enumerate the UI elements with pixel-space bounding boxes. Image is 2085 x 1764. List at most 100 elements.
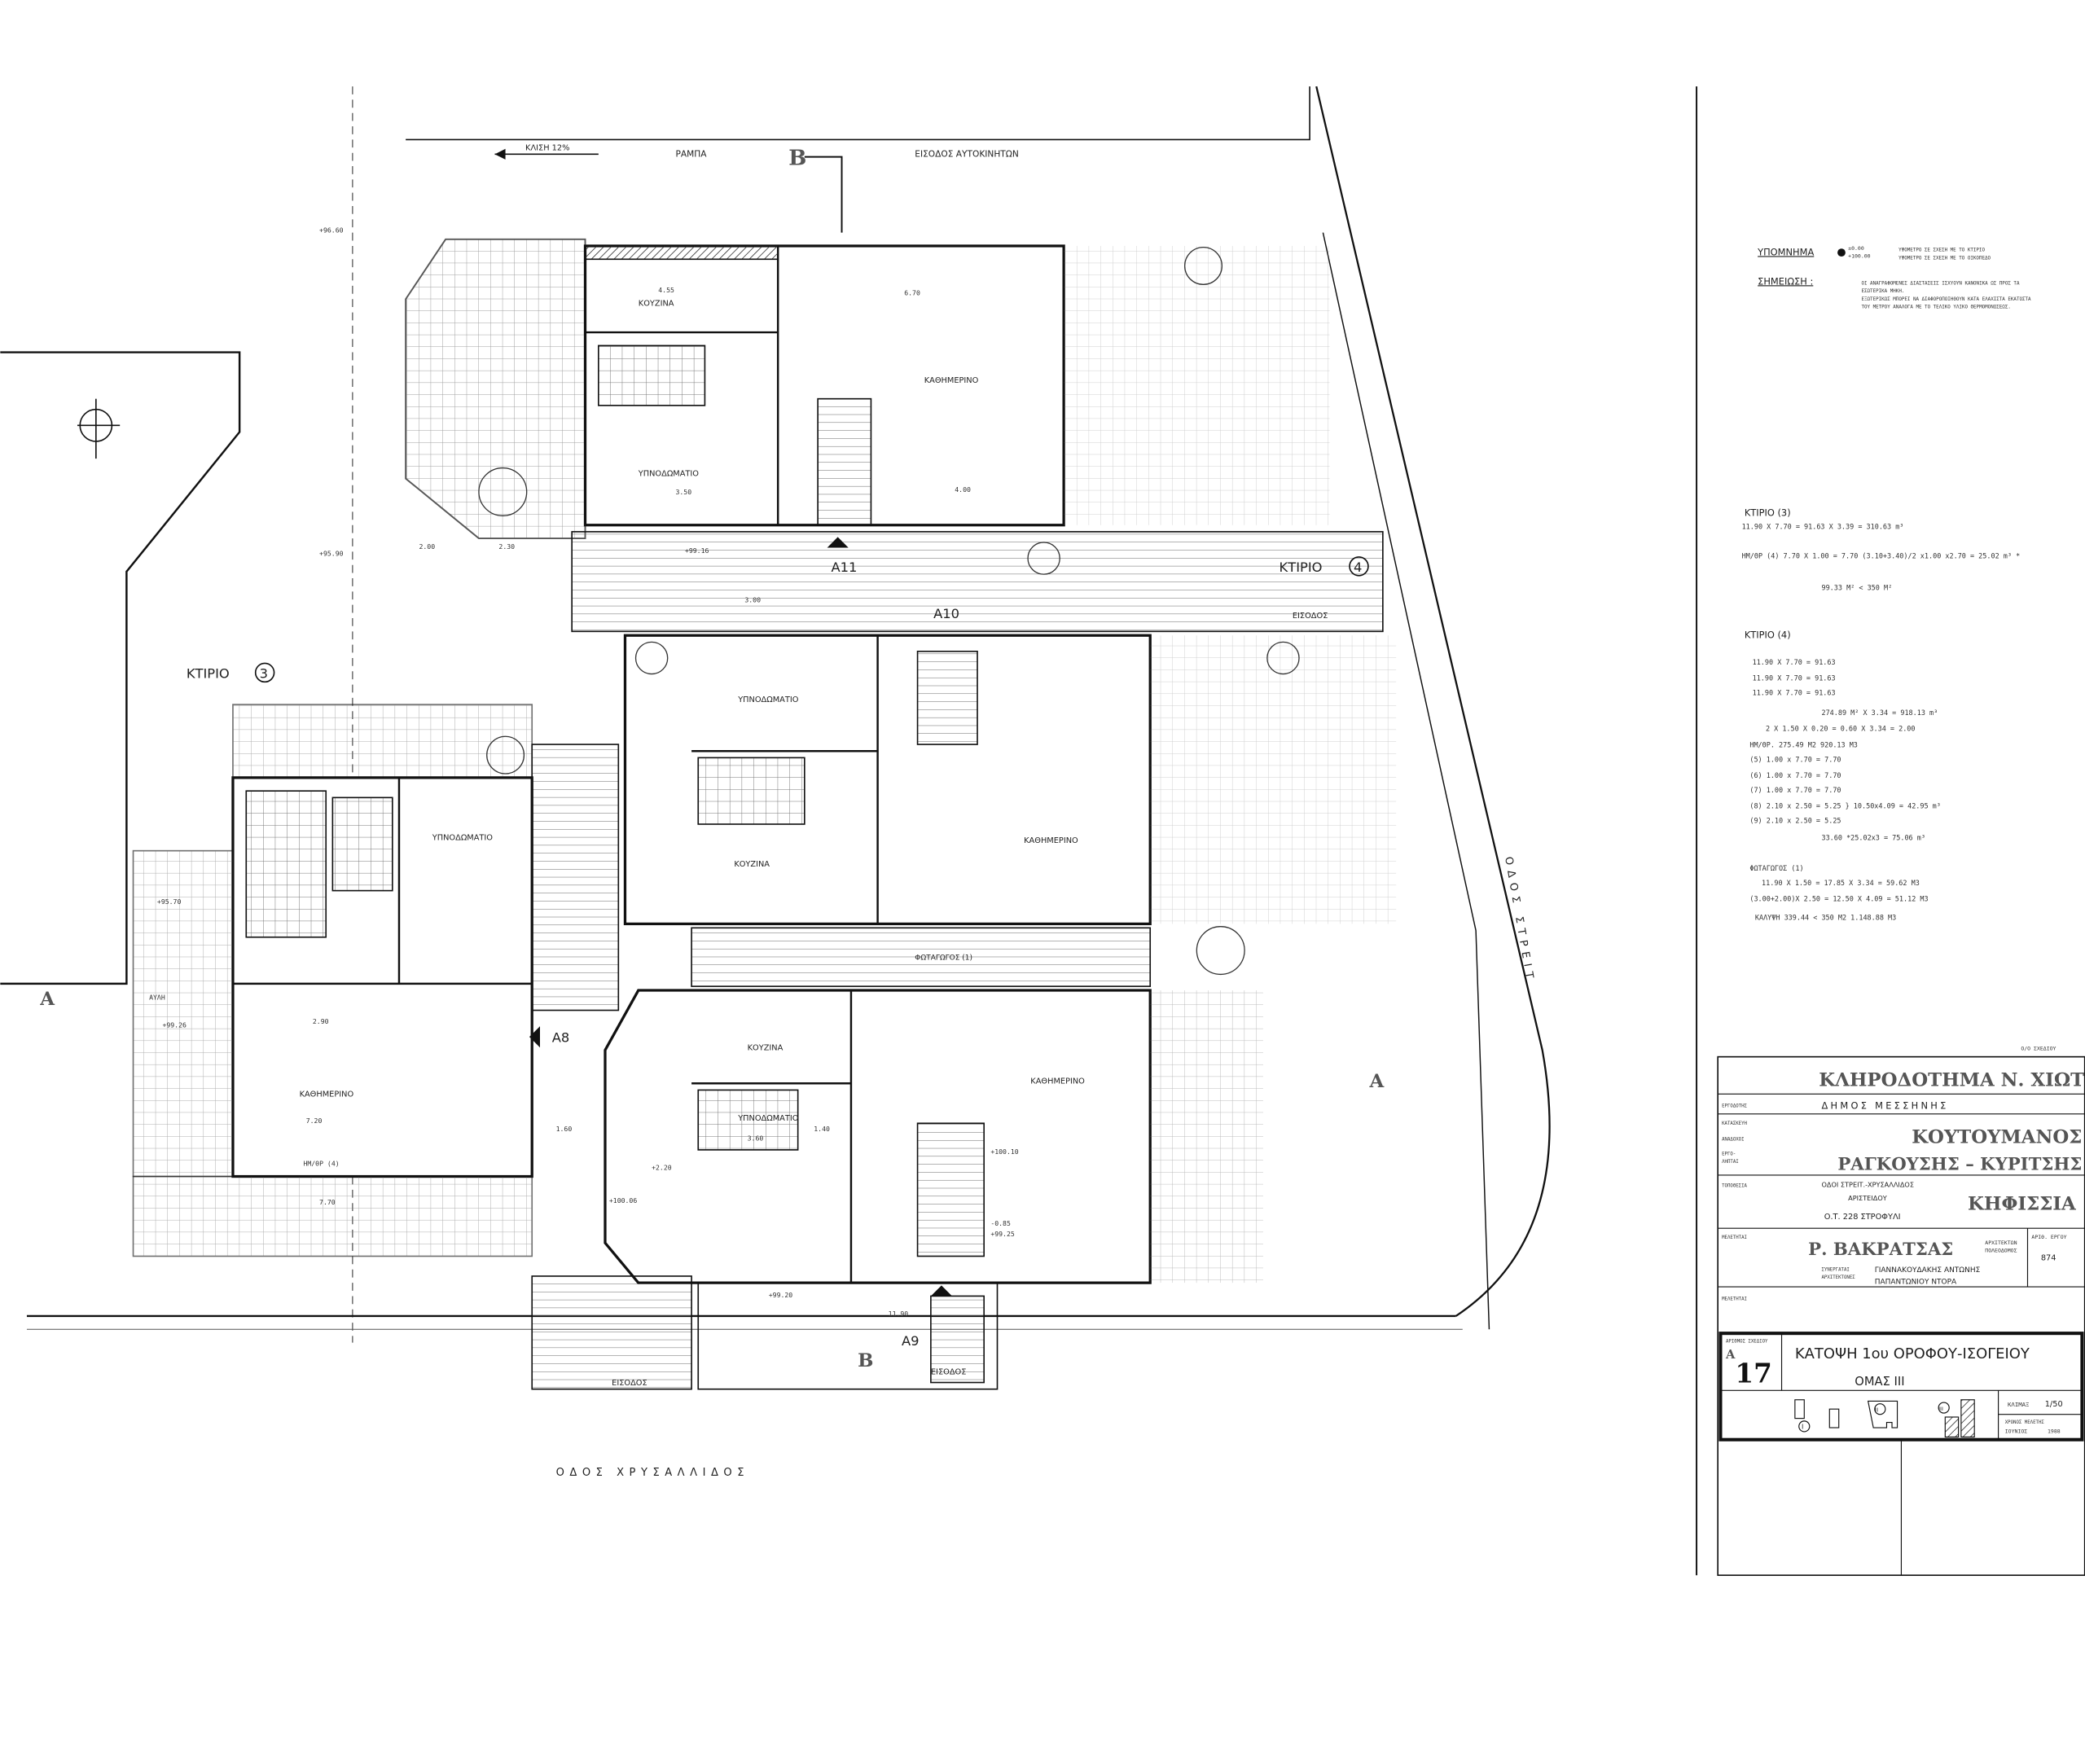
legend-symbol-bottom: +100.00 [1848, 253, 1871, 260]
level-mark: +99.20 [769, 1291, 793, 1299]
building-number-circle [1349, 556, 1369, 577]
dimension-text: 3.00 [744, 595, 761, 603]
staircase [916, 650, 978, 745]
street-label-right: ΟΔΟΣ ΣΤΡΕΙΤ [1502, 856, 1536, 985]
bathroom [598, 344, 706, 406]
building-3-label: ΚΤΙΡΙΟ [187, 665, 230, 681]
drawing-title: ΚΑΤΟΨΗ 1ου ΟΡΟΦΟΥ-ΙΣΟΓΕΙΟΥ [1795, 1345, 2030, 1362]
field-label: ΑΡΙΘ. ΕΡΓΟΥ [2031, 1234, 2066, 1240]
dimension-text: 6.70 [904, 288, 920, 296]
calc-row: 11.90 X 7.70 = 91.63 [1753, 689, 1836, 697]
calc-row: 274.89 M² X 3.34 = 918.13 m³ [1822, 709, 1938, 717]
note-line: ΤΟΥ ΜΕΤΡΟΥ ΑΝΑΛΟΓΑ ΜΕ ΤΟ ΤΕΛΙΚΟ ΥΛΙΚΟ ΘΕ… [1861, 305, 2010, 310]
section-line [804, 156, 843, 233]
architect-role: ΠΟΛΕΟΔΟΜΟΣ [1985, 1248, 2017, 1254]
entrance-arrow-icon [827, 537, 849, 548]
field-label: ΜΕΛΕΤΗΤΑΙ [1722, 1297, 1747, 1301]
level-mark: +100.10 [990, 1147, 1018, 1156]
field-label: ΣΥΝΕΡΓΑΤΑΙ [1822, 1267, 1850, 1272]
yard-building-3 [132, 849, 234, 1178]
field-label: ΧΡΟΝΟΣ ΜΕΛΕΤΗΣ [2005, 1420, 2045, 1425]
building-3-garden [232, 704, 533, 779]
calc-row: ΗΜ/ΘΡ. 275.49 M2 920.13 M3 [1749, 740, 1858, 748]
room-label-bedroom: ΥΠΝΟΔΩΜΑΤΙΟ [432, 834, 494, 843]
level-mark: +2.20 [652, 1163, 672, 1171]
field-label: ΑΝΑΔΟΧΟΙ [1722, 1137, 1744, 1142]
dimension-text: 3.50 [675, 488, 691, 496]
area-calculations: ΚΤΙΡΙΟ (3) 11.90 X 7.70 = 91.63 X 3.39 =… [1742, 507, 2021, 921]
marker-a10: A10 [933, 606, 959, 621]
calc-row: (6) 1.00 x 7.70 = 7.70 [1749, 771, 1841, 779]
note-line: ΟΙ ΑΝΑΓΡΑΦΟΜΕΝΕΣ ΔΙΑΣΤΑΣΕΙΣ ΙΣΧΥΟΥΝ ΚΑΝΟ… [1861, 281, 2019, 286]
location-line: ΟΔΟΙ ΣΤΡΕΙΤ.-ΧΡΥΣΑΛΛΙΔΟΣ [1822, 1181, 1915, 1189]
calc-building-4-title: ΚΤΙΡΙΟ (4) [1745, 629, 1791, 640]
section-b-marker-bottom: Β [858, 1350, 873, 1371]
calc-row: 33.60 *25.02x3 = 75.06 m³ [1822, 834, 1925, 842]
room-label-living: ΚΑΘΗΜΕΡΙΝΟ [1030, 1077, 1085, 1086]
collaborator-name: ΓΙΑΝΝΑΚΟΥΔΑΚΗΣ ΑΝΤΩΝΗΣ [1875, 1266, 1981, 1275]
field-label: ΤΟΠΟΘΕΣΙΑ [1722, 1184, 1747, 1189]
dimension-text: 7.20 [306, 1117, 323, 1125]
neighbor-boundary [0, 351, 241, 985]
room-label-living: ΚΑΘΗΜΕΡΙΝΟ [300, 1090, 354, 1099]
entrance-label: ΕΙΣΟΔΟΣ [612, 1379, 647, 1388]
calc-row: 11.90 X 7.70 = 91.63 X 3.39 = 310.63 m³ [1742, 523, 1904, 531]
garden-top [405, 238, 586, 540]
kitchen-building-3 [245, 790, 327, 938]
dimension-text: 4.00 [955, 485, 971, 494]
bathroom [331, 796, 393, 892]
entrance-arrow-icon [930, 1285, 953, 1297]
road-edge-right [1315, 86, 1551, 1317]
entrance-path [531, 1275, 692, 1390]
level-symbol-icon [1837, 248, 1846, 257]
title-block: Ο/Ο ΣΧΕΔΙΟΥ ΚΛΗΡΟΔΟΤΗΜΑ Ν. ΧΙΩΤΗ ΕΡΓΟΔΟΤ… [1717, 1045, 2085, 1577]
calc-row: 11.90 X 1.50 = 17.85 X 3.34 = 59.62 M3 [1762, 879, 1920, 887]
calc-building-3-title: ΚΤΙΡΙΟ (3) [1745, 507, 1791, 518]
collaborator-name: ΠΑΠΑΝΤΩΝΙΟΥ ΝΤΟΡΑ [1875, 1279, 1957, 1287]
wall-hatch [584, 245, 779, 261]
calc-row: 99.33 M² < 350 M² [1822, 584, 1893, 592]
lightwell [691, 927, 1152, 987]
street-label-bottom: ΟΔΟΣ ΧΡΥΣΑΛΛΙΔΟΣ [556, 1467, 749, 1479]
scale-label: ΚΛΙΜΑΞ [2008, 1401, 2029, 1408]
terrace-middle [1150, 635, 1397, 924]
dimension-text: 2.00 [419, 542, 435, 551]
calc-row: 2 X 1.50 X 0.20 = 0.60 X 3.34 = 2.00 [1766, 725, 1916, 733]
level-mark: -0.85 [990, 1219, 1011, 1227]
note-line: ΕΞΩΤΕΡΙΚΩΣ ΜΠΟΡΕΙ ΝΑ ΔΙΑΦΟΡΟΠΟΙΗΘΟΥΝ ΚΑΤ… [1861, 297, 2031, 302]
dimension-text: 1.40 [814, 1125, 830, 1133]
drawing-number: 17 [1735, 1358, 1771, 1389]
date-month: ΙΟΥΝΙΟΣ [2005, 1428, 2028, 1435]
dimension-text: 11.90 [889, 1310, 909, 1318]
drawing-prefix: Α [1725, 1348, 1736, 1362]
note-line: ΕΣΩΤΕΡΙΚΑ ΜΗΚΗ. [1861, 289, 1904, 294]
section-a-marker-left: Α [39, 989, 55, 1010]
front-yard [697, 1282, 999, 1390]
corner-note: Ο/Ο ΣΧΕΔΙΟΥ [2021, 1045, 2056, 1051]
field-label: ΛΗΠΤΑΙ [1722, 1160, 1739, 1165]
dimension-text: 1.60 [556, 1125, 573, 1133]
floor-plan [0, 86, 1551, 1390]
entrance-arrow-icon [529, 1026, 541, 1048]
yard-label: ΑΥΛΗ [149, 993, 165, 1001]
calc-row: (9) 2.10 x 2.50 = 5.25 [1749, 816, 1841, 824]
semi-open-label: ΗΜ/ΘΡ (4) [303, 1159, 339, 1167]
level-mark: +100.06 [609, 1196, 637, 1205]
project-number: 874 [2041, 1253, 2056, 1262]
calc-row: (3.00+2.00)X 2.50 = 12.50 X 4.09 = 51.12… [1749, 895, 1928, 903]
terrace-bottom [1150, 990, 1263, 1284]
building-4-label: ΚΤΙΡΙΟ [1280, 559, 1323, 575]
legend-title: ΥΠΟΜΝΗΜΑ [1757, 246, 1814, 257]
plot-boundary-right [1322, 232, 1490, 1330]
staircase [817, 397, 872, 526]
room-label-kitchen: ΚΟΥΖΙΝΑ [748, 1043, 784, 1052]
location-line: Ο.Τ. 228 ΣΤΡΟΦΥΛΙ [1824, 1213, 1901, 1222]
staircase [916, 1122, 985, 1257]
level-mark: +99.16 [685, 546, 709, 555]
location-line: ΑΡΙΣΤΕΙΔΟΥ [1848, 1194, 1887, 1202]
field-label: ΕΡΓΟΔΟΤΗΣ [1722, 1104, 1747, 1109]
building-3-number: 3 [260, 665, 268, 681]
room-label-living: ΚΑΘΗΜΕΡΙΝΟ [1024, 836, 1078, 845]
architect-name: Ρ. ΒΑΚΡΑΤΣΑΣ [1808, 1240, 1953, 1260]
field-label: ΚΑΤΑΣΚΕΥΗ [1722, 1121, 1747, 1126]
